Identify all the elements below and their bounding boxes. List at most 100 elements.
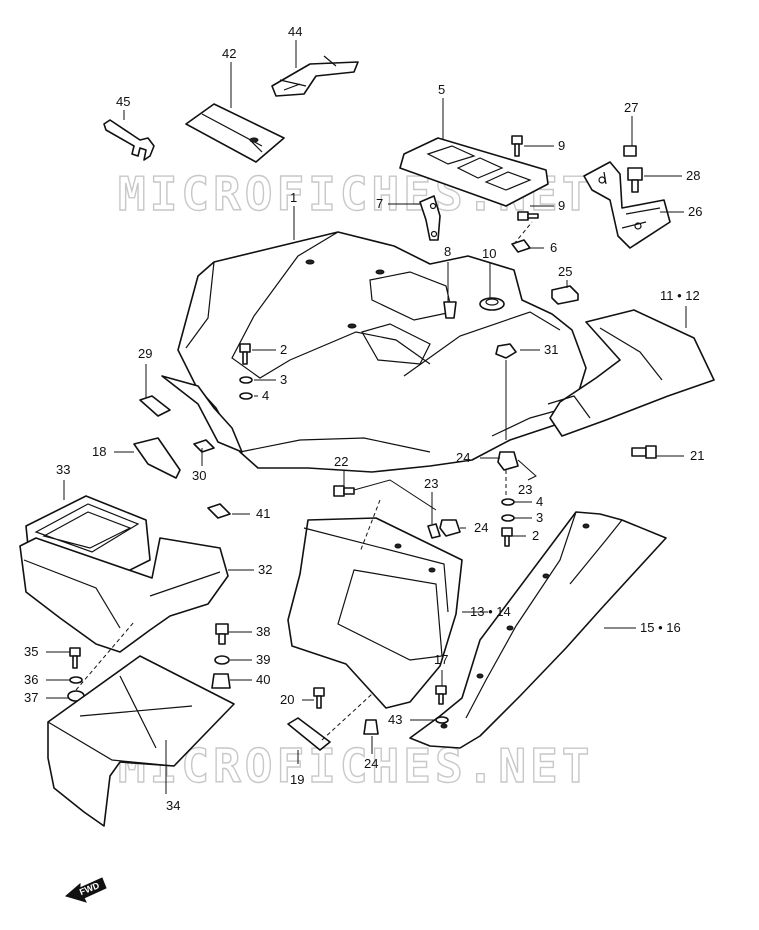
- callout-24-center: 24: [474, 520, 488, 535]
- callout-13-14: 13 • 14: [470, 604, 511, 619]
- part-21-bolt: [631, 445, 657, 459]
- callout-31: 31: [544, 342, 558, 357]
- callout-26: 26: [688, 204, 702, 219]
- part-31-nut: [495, 343, 517, 359]
- callout-15-16: 15 • 16: [640, 620, 681, 635]
- callout-2-left: 2: [280, 342, 287, 357]
- part-2-bolt-right: [501, 527, 513, 547]
- callout-43: 43: [388, 712, 402, 727]
- part-7-bracket: [419, 195, 441, 241]
- part-36-washer: [69, 676, 83, 684]
- part-35-bolt: [69, 647, 81, 669]
- dashed-connectors: [75, 221, 533, 741]
- part-11-12-mud-flap: [547, 309, 715, 437]
- part-6-clip: [511, 239, 531, 253]
- part-41-cushion: [207, 503, 231, 519]
- part-28-bolt: [627, 167, 643, 193]
- part-40-grommet: [211, 673, 231, 689]
- part-29-tube: [139, 395, 171, 417]
- fwd-arrow-icon: FWD: [64, 877, 107, 903]
- callout-21: 21: [690, 448, 704, 463]
- callout-1: 1: [290, 190, 297, 205]
- callout-28: 28: [686, 168, 700, 183]
- part-9-bolt-lower: [517, 211, 539, 221]
- callout-30: 30: [192, 468, 206, 483]
- callout-5: 5: [438, 82, 445, 97]
- callout-4-left: 4: [262, 388, 269, 403]
- part-13-14-inner-panel: [287, 517, 463, 709]
- part-3-washer-right: [501, 514, 515, 522]
- part-30-pad: [193, 439, 215, 453]
- part-5-plate: [399, 137, 549, 207]
- callout-3-left: 3: [280, 372, 287, 387]
- callout-24-bottom: 24: [364, 756, 378, 771]
- leader-lines: [46, 40, 687, 794]
- part-2-bolt: [239, 343, 251, 365]
- callout-25: 25: [558, 264, 572, 279]
- part-24-nut-a: [497, 451, 519, 471]
- part-23-collar: [427, 523, 441, 539]
- callout-29: 29: [138, 346, 152, 361]
- callout-3-right: 3: [536, 510, 543, 525]
- part-3-washer: [239, 376, 253, 384]
- callout-6: 6: [550, 240, 557, 255]
- callout-35: 35: [24, 644, 38, 659]
- callout-18: 18: [92, 444, 106, 459]
- part-17-bolt: [435, 685, 447, 705]
- callout-8: 8: [444, 244, 451, 259]
- callout-45: 45: [116, 94, 130, 109]
- watermark-bottom: MICROFICHES.NET: [118, 739, 593, 793]
- callout-24-right: 24: [456, 450, 470, 465]
- callout-22: 22: [334, 454, 348, 469]
- callout-42: 42: [222, 46, 236, 61]
- part-44-holder-band: [271, 55, 359, 97]
- callout-37: 37: [24, 690, 38, 705]
- part-9-bolt-upper: [511, 135, 523, 157]
- callout-44: 44: [288, 24, 302, 39]
- callout-34: 34: [166, 798, 180, 813]
- callout-39: 39: [256, 652, 270, 667]
- part-24-nut-c: [363, 719, 379, 735]
- part-34-splash-guard: [47, 655, 235, 827]
- callout-23-center: 23: [424, 476, 438, 491]
- callout-32: 32: [258, 562, 272, 577]
- callout-17: 17: [434, 652, 448, 667]
- callout-41: 41: [256, 506, 270, 521]
- callout-4-right: 4: [536, 494, 543, 509]
- part-25-cushion: [551, 285, 579, 305]
- callout-11-12: 11 • 12: [660, 288, 700, 303]
- part-10-grommet: [479, 297, 505, 311]
- callout-9-lower: 9: [558, 198, 565, 213]
- part-4-washer-right: [501, 498, 515, 506]
- callout-23-right: 23: [518, 482, 532, 497]
- callout-10: 10: [482, 246, 496, 261]
- callout-9-upper: 9: [558, 138, 565, 153]
- part-39-washer: [214, 655, 230, 665]
- part-43-washer: [435, 716, 449, 724]
- part-1-rear-fender: [161, 231, 587, 473]
- part-18-pad: [133, 437, 181, 479]
- part-26-bracket-assembly: [583, 161, 671, 249]
- callout-38: 38: [256, 624, 270, 639]
- callout-27: 27: [624, 100, 638, 115]
- part-45-spanner: [103, 119, 155, 161]
- callout-19: 19: [290, 772, 304, 787]
- part-15-16-side-flap: [409, 511, 667, 749]
- part-42-tool-pouch: [185, 103, 285, 163]
- callout-33: 33: [56, 462, 70, 477]
- part-20-bolt: [313, 687, 325, 709]
- part-19-bracket: [287, 717, 331, 751]
- callout-7: 7: [376, 196, 383, 211]
- part-27-bolt: [623, 145, 637, 157]
- callout-2-right: 2: [532, 528, 539, 543]
- callout-36: 36: [24, 672, 38, 687]
- part-38-bolt: [215, 623, 229, 645]
- callout-20: 20: [280, 692, 294, 707]
- part-22-bolt: [333, 485, 355, 497]
- part-32-case: [19, 537, 229, 653]
- callout-labels: 45 42 44 5 9 9 7 6 1 8 10 25 27 28 26 11…: [24, 24, 704, 813]
- part-4-washer: [239, 392, 253, 400]
- part-24-nut-b: [439, 519, 461, 537]
- callout-40: 40: [256, 672, 270, 687]
